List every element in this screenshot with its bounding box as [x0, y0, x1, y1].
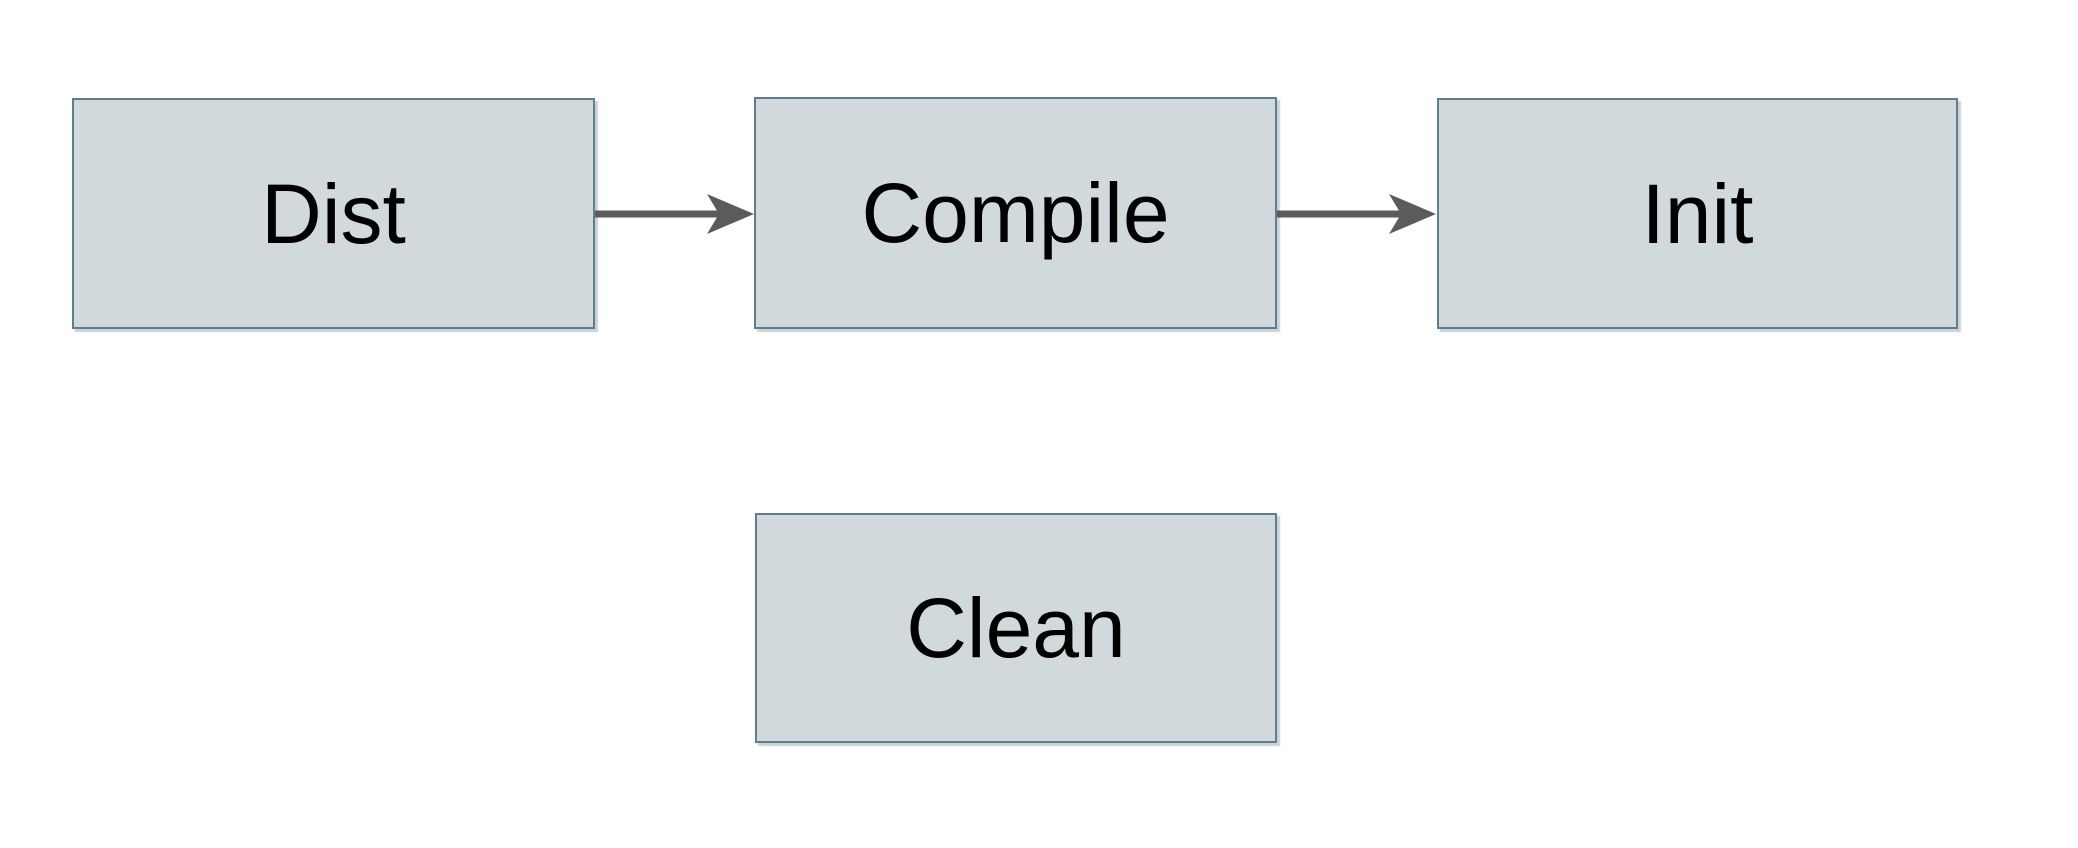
node-clean-label: Clean — [906, 581, 1126, 675]
node-compile: Compile — [754, 97, 1277, 329]
arrow-dist-to-compile-icon — [595, 194, 754, 234]
node-init-label: Init — [1641, 166, 1754, 261]
node-clean: Clean — [755, 513, 1277, 743]
node-compile-label: Compile — [861, 166, 1170, 260]
node-dist: Dist — [72, 98, 595, 329]
node-init: Init — [1437, 98, 1958, 329]
arrow-compile-to-init-icon — [1277, 194, 1436, 234]
node-dist-label: Dist — [261, 166, 406, 261]
